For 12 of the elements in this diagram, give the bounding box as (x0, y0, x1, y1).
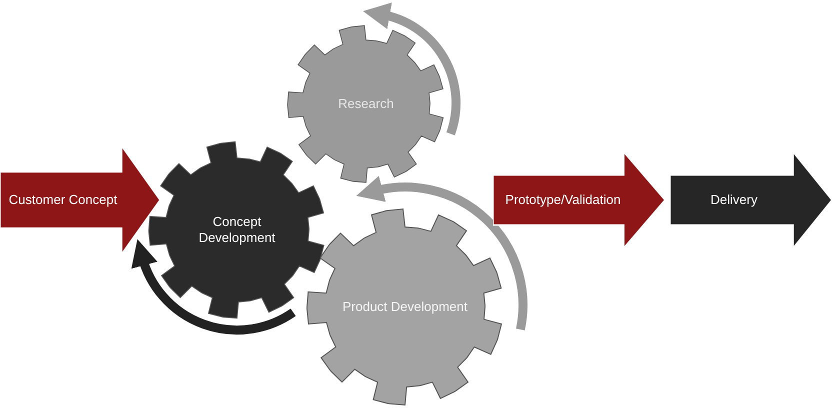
gear-shape (286, 24, 446, 184)
arrow-shape (493, 152, 665, 248)
arrow-label: Customer Concept (8, 192, 118, 208)
gear-shape (147, 140, 327, 320)
gear-shape (305, 207, 505, 407)
gear-label: Research (338, 96, 394, 112)
arrow-shape (670, 152, 832, 248)
arrow-label: Prototype/Validation (505, 192, 621, 208)
arrow-shape (0, 146, 160, 254)
gear-label: Concept Development (198, 214, 276, 246)
arrow-label: Delivery (710, 192, 758, 208)
gear-label: Product Development (342, 299, 468, 315)
